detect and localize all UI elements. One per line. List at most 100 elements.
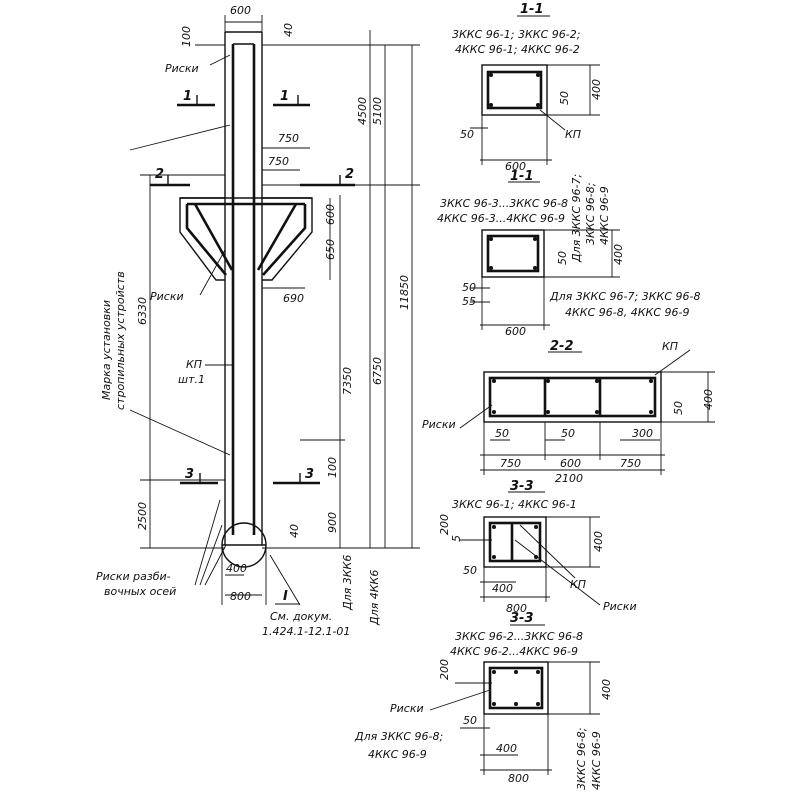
section-3b-side1: 3ККС 96-8;	[575, 728, 588, 790]
section-1a-d50b: 50	[558, 91, 571, 105]
section-2-d750b: 750	[620, 457, 641, 470]
dim-edge-offset: 40	[282, 23, 295, 37]
section-1b-note2: 4ККС 96-8, 4ККС 96-9	[565, 306, 690, 319]
dim-4500: 4500	[356, 97, 369, 125]
section-1-1-b	[470, 181, 620, 330]
section-1b-side3: 4ККС 96-9	[598, 186, 611, 245]
section-3b-d200: 200	[438, 659, 451, 680]
section-1b-d50b: 50	[556, 251, 569, 265]
section-3a-d50: 50	[463, 564, 477, 577]
dim-750-a: 750	[278, 132, 299, 145]
section-1a-line2: 4ККС 96-1; 4ККС 96-2	[455, 43, 580, 56]
section-2-height: 400	[702, 389, 715, 410]
dim-top-offset: 100	[180, 26, 193, 47]
dim-7350: 7350	[341, 367, 354, 395]
section-3b-line2: 4ККС 96-2...4ККС 96-9	[450, 645, 578, 658]
cut-2-right: 2	[345, 167, 354, 182]
section-3b-title: 3-3	[510, 611, 534, 626]
dim-690: 690	[283, 292, 304, 305]
section-1b-d50a: 50	[462, 281, 476, 294]
section-3a-height: 400	[592, 531, 605, 552]
cut-2-left: 2	[155, 167, 164, 182]
section-3b-side2: 4ККС 96-9	[590, 731, 603, 790]
section-2-d2100: 2100	[555, 472, 583, 485]
section-2-d750a: 750	[500, 457, 521, 470]
cut-3-left: 3	[185, 467, 194, 482]
section-1b-height: 400	[612, 244, 625, 265]
dim-800-bottom: 800	[230, 590, 251, 603]
section-3b-note2: 4ККС 96-9	[368, 748, 427, 761]
section-3-3-a	[460, 491, 601, 606]
marks-axes-1: Риски разби-	[96, 570, 171, 583]
section-2-d300: 300	[632, 427, 653, 440]
section-2-d50a: 50	[495, 427, 509, 440]
dim-5100: 5100	[371, 97, 384, 125]
kp-label: КП	[186, 358, 202, 371]
for-3kk-label: Для 3КК6	[341, 555, 354, 611]
section-3-3-b	[429, 624, 600, 775]
installation-mark-1: Марка установки	[100, 300, 113, 400]
dim-600: 600	[324, 204, 337, 225]
section-2-d50c: 50	[672, 401, 685, 415]
installation-mark-2: стропильных устройств	[114, 271, 127, 410]
section-2-d600: 600	[560, 457, 581, 470]
section-3b-marks: Риски	[390, 702, 424, 715]
dim-900: 900	[326, 512, 339, 533]
dim-650: 650	[324, 239, 337, 260]
section-1a-width: 600	[505, 160, 526, 173]
dim-6330: 6330	[136, 297, 149, 325]
section-3a-d5: 5	[450, 535, 463, 542]
section-1-1-a	[470, 15, 600, 165]
section-3a-marks: Риски	[603, 600, 637, 613]
section-2-title: 2-2	[550, 339, 574, 354]
section-1a-d50a: 50	[460, 128, 474, 141]
section-3b-line1: 3ККС 96-2...3ККС 96-8	[455, 630, 583, 643]
dim-top-width: 600	[230, 4, 251, 17]
dim-750-b: 750	[268, 155, 289, 168]
section-2-marks: Риски	[422, 418, 456, 431]
section-1a-title: 1-1	[520, 2, 544, 17]
dim-6750: 6750	[371, 357, 384, 385]
column-elevation	[129, 15, 420, 606]
marks-mid-label: Риски	[150, 290, 184, 303]
section-1a-kp: КП	[565, 128, 581, 141]
dim-2500: 2500	[136, 502, 149, 530]
marks-top-label: Риски	[165, 62, 199, 75]
section-1b-note1: Для 3ККС 96-7; 3ККС 96-8	[549, 290, 700, 303]
section-2-kp: КП	[662, 340, 678, 353]
see-doc-1: См. докум.	[270, 610, 332, 623]
section-1b-line2: 4ККС 96-3...4ККС 96-9	[437, 212, 565, 225]
section-3b-note1: Для 3ККС 96-8;	[354, 730, 443, 743]
dim-100: 100	[326, 457, 339, 478]
section-3b-d400: 400	[496, 742, 517, 755]
section-3b-height: 400	[600, 679, 613, 700]
section-1b-side1: Для 3ККС 96-7;	[570, 174, 583, 263]
section-3a-d800: 800	[506, 602, 527, 615]
cut-1-right: 1	[280, 89, 289, 104]
section-1a-line1: 3ККС 96-1; 3ККС 96-2;	[452, 28, 580, 41]
section-1b-d55: 55	[462, 295, 476, 308]
section-3a-title: 3-3	[510, 479, 534, 494]
see-doc-2: 1.424.1-12.1-01	[262, 625, 350, 638]
dim-40-bottom: 40	[288, 524, 301, 538]
node-I-label: I	[283, 589, 288, 604]
section-2-d50b: 50	[561, 427, 575, 440]
dim-400-bottom: 400	[226, 562, 247, 575]
cut-3-right: 3	[305, 467, 314, 482]
section-3b-d800: 800	[508, 772, 529, 785]
section-1b-line1: 3ККС 96-3...3ККС 96-8	[440, 197, 568, 210]
dim-11850: 11850	[398, 275, 411, 310]
section-1a-height: 400	[590, 79, 603, 100]
section-3a-d200: 200	[438, 514, 451, 535]
for-4kk-label: Для 4КК6	[368, 570, 381, 626]
section-3a-d400: 400	[492, 582, 513, 595]
section-3a-kp: КП	[570, 578, 586, 591]
cut-1-left: 1	[183, 89, 192, 104]
section-1b-title: 1-1	[510, 169, 534, 184]
marks-axes-2: вочных осей	[104, 585, 176, 598]
section-2-2	[459, 349, 715, 475]
section-3a-subtitle: 3ККС 96-1; 4ККС 96-1	[452, 498, 577, 511]
section-3b-d50: 50	[463, 714, 477, 727]
kp-count: шт.1	[178, 373, 205, 386]
